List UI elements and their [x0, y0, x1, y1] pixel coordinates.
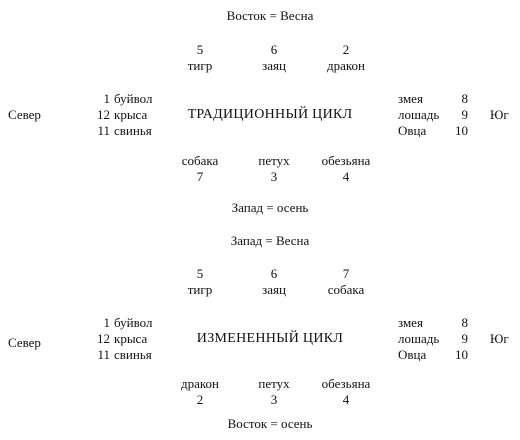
traditional-left-animal: крыса: [114, 107, 148, 122]
traditional-left-animal: буйвол: [114, 91, 153, 106]
traditional-top-animal: тигр: [187, 58, 213, 73]
traditional-left-num: 11: [97, 123, 110, 138]
traditional-bottom-animal: петух: [258, 153, 290, 168]
modified-top-label: Запад = Весна: [230, 233, 310, 248]
modified-left-animal: крыса: [114, 331, 148, 346]
modified-cycle-title: ИЗМЕНЕННЫЙ ЦИКЛ: [196, 331, 344, 346]
modified-left-side-label: Север: [8, 335, 41, 350]
traditional-bottom-label: Запад = осень: [231, 200, 309, 215]
traditional-top-num: 6: [270, 42, 278, 57]
modified-top-num: 7: [342, 266, 350, 281]
traditional-right-num: 8: [461, 91, 469, 106]
traditional-bottom-num: 4: [342, 169, 350, 184]
modified-right-num: 10: [455, 347, 468, 362]
traditional-right-animal: Овца: [398, 123, 427, 138]
modified-top-animal: заяц: [262, 282, 286, 297]
traditional-right-animal: лошадь: [398, 107, 440, 122]
traditional-bottom-num: 3: [270, 169, 278, 184]
modified-right-num: 9: [461, 331, 469, 346]
traditional-cycle-title: ТРАДИЦИОННЫЙ ЦИКЛ: [187, 107, 353, 122]
traditional-right-animal: змея: [398, 91, 423, 106]
traditional-left-animal: свинья: [114, 123, 152, 138]
traditional-right-num: 9: [461, 107, 469, 122]
modified-left-animal: свинья: [114, 347, 152, 362]
traditional-top-animal: дракон: [327, 58, 365, 73]
modified-right-animal: змея: [398, 315, 423, 330]
modified-top-num: 5: [196, 266, 204, 281]
modified-left-num: 1: [103, 315, 111, 330]
traditional-right-side-label: Юг: [490, 107, 509, 122]
modified-left-num: 11: [97, 347, 110, 362]
modified-bottom-num: 3: [270, 392, 278, 407]
modified-left-num: 12: [97, 331, 110, 346]
traditional-left-num: 12: [97, 107, 110, 122]
modified-left-animal: буйвол: [114, 315, 153, 330]
traditional-top-num: 5: [196, 42, 204, 57]
traditional-left-side-label: Север: [8, 107, 41, 122]
traditional-top-num: 2: [342, 42, 350, 57]
modified-bottom-num: 4: [342, 392, 350, 407]
modified-bottom-animal: дракон: [181, 376, 219, 391]
modified-bottom-num: 2: [196, 392, 204, 407]
modified-bottom-animal: обезьяна: [321, 376, 371, 391]
traditional-bottom-animal: собака: [181, 153, 219, 168]
modified-right-animal: Овца: [398, 347, 427, 362]
traditional-bottom-animal: обезьяна: [321, 153, 371, 168]
modified-bottom-animal: петух: [258, 376, 290, 391]
traditional-left-num: 1: [103, 91, 111, 106]
traditional-bottom-num: 7: [196, 169, 204, 184]
traditional-top-animal: заяц: [262, 58, 286, 73]
modified-bottom-label: Восток = осень: [227, 416, 313, 431]
modified-right-animal: лошадь: [398, 331, 440, 346]
traditional-right-num: 10: [455, 123, 468, 138]
modified-top-animal: тигр: [187, 282, 213, 297]
modified-top-animal: собака: [327, 282, 365, 297]
modified-right-side-label: Юг: [490, 331, 509, 346]
modified-top-num: 6: [270, 266, 278, 281]
modified-right-num: 8: [461, 315, 469, 330]
traditional-top-label: Восток = Весна: [226, 8, 314, 23]
